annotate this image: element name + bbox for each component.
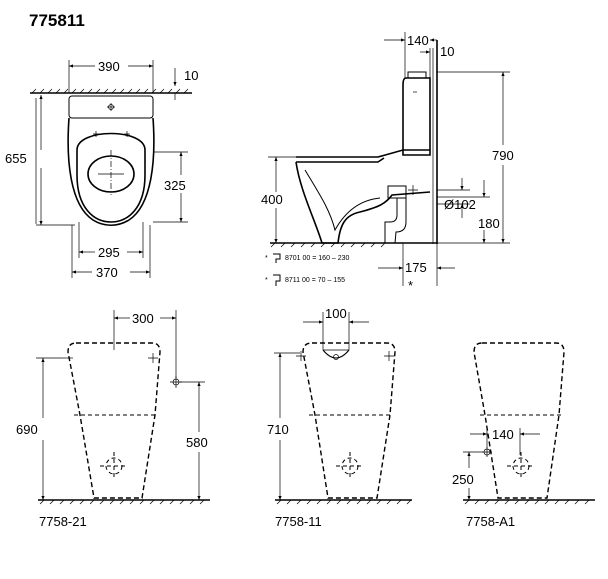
dim-295: 295 xyxy=(98,245,120,260)
variant-7758-A1: 140 250 7758-A1 xyxy=(452,342,595,529)
variant-label-21: 7758-21 xyxy=(39,514,87,529)
dim-790: 790 xyxy=(492,148,514,163)
note-asterisk-2: * xyxy=(265,277,268,284)
dim-140-side: 140 xyxy=(407,33,429,48)
model-number: 775811 xyxy=(29,11,85,30)
dim-690: 690 xyxy=(16,422,38,437)
dim-390: 390 xyxy=(98,59,120,74)
dim-710: 710 xyxy=(267,422,289,437)
dim-325: 325 xyxy=(164,178,186,193)
dim-655: 655 xyxy=(5,151,27,166)
plan-view: 390 10 655 325 295 370 xyxy=(5,59,198,280)
dim-300: 300 xyxy=(132,311,154,326)
variant-label-a1: 7758-A1 xyxy=(466,514,515,529)
note-1: 8701 00 = 160 – 230 xyxy=(285,255,350,262)
variant-label-11: 7758-11 xyxy=(275,514,322,529)
variant-7758-21: 300 690 580 7758-21 xyxy=(16,310,210,529)
dim-175: 175 xyxy=(405,260,427,275)
dim-400: 400 xyxy=(261,192,283,207)
note-2: 8711 00 = 70 – 155 xyxy=(285,277,345,284)
side-view: 140 10 790 400 Ø102 180 175 * xyxy=(261,32,514,293)
floor-hatch-21 xyxy=(39,499,205,505)
floor-hatch xyxy=(270,242,386,248)
note-asterisk-1: * xyxy=(265,255,268,262)
dim-10-plan: 10 xyxy=(184,68,198,83)
variant-7758-11: 100 710 7758-11 xyxy=(267,306,412,529)
dim-100: 100 xyxy=(325,306,347,321)
dim-140-a1: 140 xyxy=(492,427,514,442)
dim-asterisk: * xyxy=(408,278,413,293)
dim-250: 250 xyxy=(452,472,474,487)
dim-102: Ø102 xyxy=(444,197,476,212)
wall-hatch xyxy=(31,88,189,94)
dim-180: 180 xyxy=(478,216,500,231)
floor-hatch-11 xyxy=(276,499,412,505)
dim-10-side: 10 xyxy=(440,44,454,59)
dim-370: 370 xyxy=(96,265,118,280)
trap-icon-1 xyxy=(273,253,281,263)
trap-icon-2 xyxy=(273,274,281,286)
floor-hatch-a1 xyxy=(464,499,590,505)
dim-580: 580 xyxy=(186,435,208,450)
